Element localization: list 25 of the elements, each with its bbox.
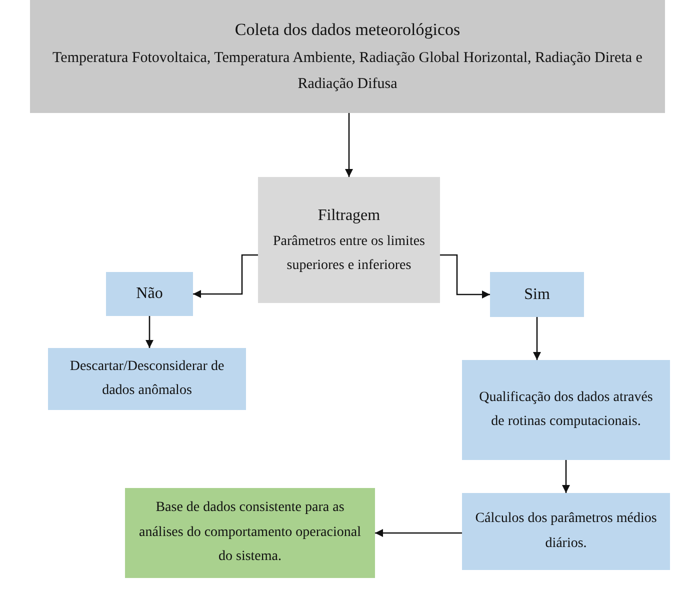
arrow — [146, 316, 154, 348]
decision-box — [258, 177, 440, 303]
arrow — [193, 254, 258, 298]
outcome-box — [490, 272, 584, 317]
body-text: Descartar/Desconsiderar de dados anômalos — [68, 358, 226, 400]
body-text: Parâmetros entre os limites superiores e inferiores — [272, 232, 426, 275]
body-text: Base de dados consistente para as análises do comportamento operacional do sistema. — [138, 499, 362, 566]
body-text: Temperatura Fotovoltaica, Temperatura Ambiente, Radiação Global Horizontal, Radiação Direta e Radiação Difusa — [52, 49, 644, 94]
arrow — [562, 460, 570, 493]
process-box — [462, 493, 670, 570]
process-box — [462, 360, 670, 460]
body-text: Cálculos dos parâmetros médios diários. — [474, 510, 658, 552]
arrow — [440, 254, 490, 298]
arrow — [375, 529, 462, 537]
process-box — [48, 348, 246, 410]
process-box — [30, 0, 665, 113]
heading-text: Coleta dos dados meteorológicos — [234, 19, 460, 42]
outcome-box — [106, 272, 193, 316]
body-text: Qualificação dos dados através de rotinas computacionais. — [478, 388, 654, 431]
arrow — [533, 317, 541, 360]
arrow — [345, 113, 353, 177]
body-text: Sim — [524, 284, 550, 304]
result-box — [125, 488, 375, 578]
heading-text: Filtragem — [318, 206, 380, 226]
body-text: Não — [136, 284, 163, 304]
